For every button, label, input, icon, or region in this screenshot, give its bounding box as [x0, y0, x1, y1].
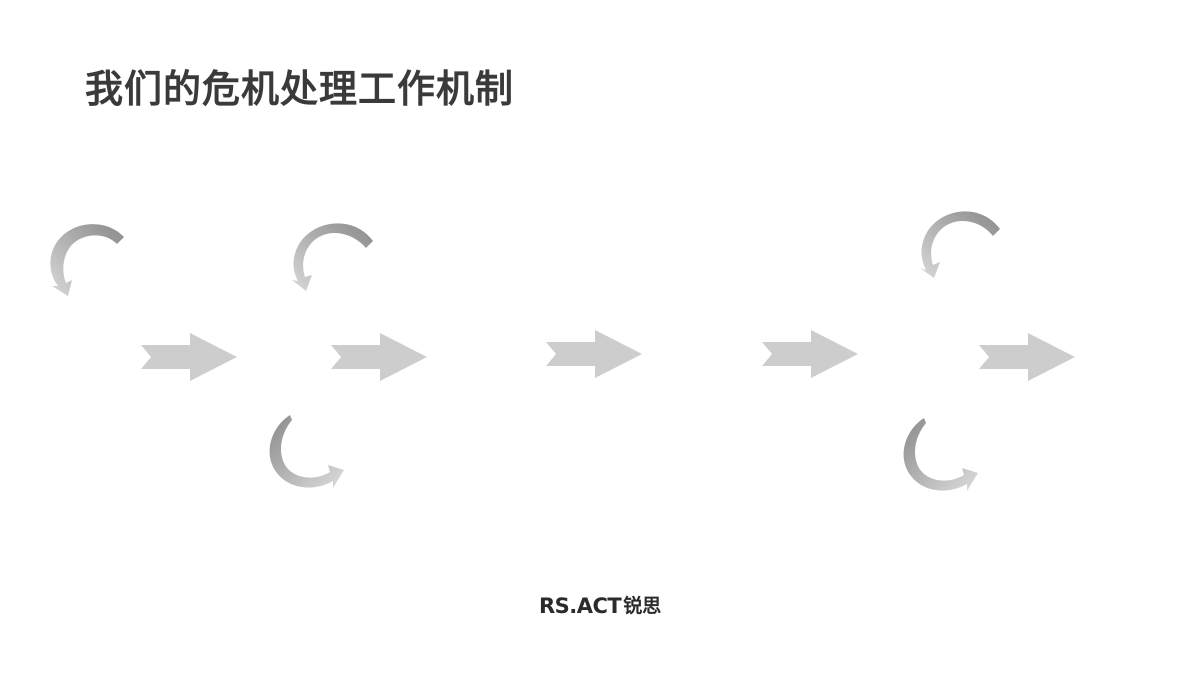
curved-arrow-icon [903, 418, 978, 491]
page-title: 我们的危机处理工作机制 [85, 67, 515, 111]
brand-logo: RS.ACT 锐思 [539, 594, 661, 618]
right-arrow-icon [141, 333, 237, 381]
right-arrow-icon [546, 330, 642, 378]
right-arrow-icon [331, 333, 427, 381]
curved-arrow-icon [50, 224, 124, 296]
curved-arrow-icon [292, 223, 373, 291]
curved-arrow-icon [920, 211, 1000, 278]
curved-arrow-icon [269, 415, 344, 488]
brand-logo-cjk: 锐思 [623, 595, 662, 617]
right-arrow-icon [762, 330, 858, 378]
right-arrow-icon [979, 333, 1075, 381]
brand-logo-latin: RS.ACT [539, 594, 622, 618]
